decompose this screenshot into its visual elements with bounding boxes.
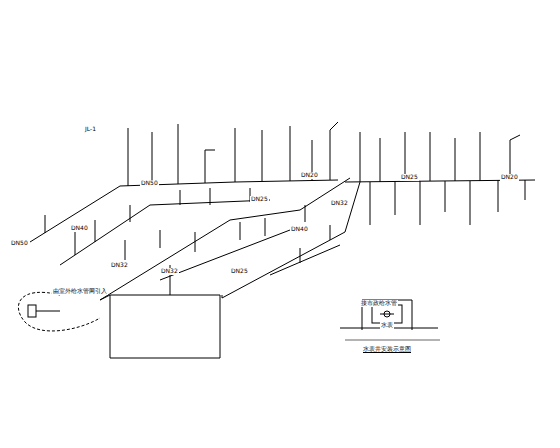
pipe-label: DN40 <box>290 226 309 233</box>
pipe-label: 水表 <box>380 322 394 329</box>
pipe-label: DN25 <box>250 196 269 203</box>
pipe-label: DN32 <box>110 262 129 269</box>
pipe-label: DN32 <box>160 268 179 275</box>
pipe-label: DN32 <box>330 200 349 207</box>
pipe-label: DN25 <box>230 268 249 275</box>
detail-caption: 水表井安装示意图 <box>362 345 412 354</box>
pipe-label: 接市政给水管 <box>360 300 398 307</box>
pipe-label: DN50 <box>140 180 159 187</box>
pipe-label: DN20 <box>500 174 519 181</box>
pipe-label: 由室外给水管网引入 <box>52 288 108 295</box>
pipe-label: DN50 <box>10 240 29 247</box>
pipe-label: DN25 <box>400 174 419 181</box>
pipe-label: DN20 <box>300 172 319 179</box>
pipe-label: JL-1 <box>84 126 97 133</box>
pipe-label: DN40 <box>70 225 89 232</box>
